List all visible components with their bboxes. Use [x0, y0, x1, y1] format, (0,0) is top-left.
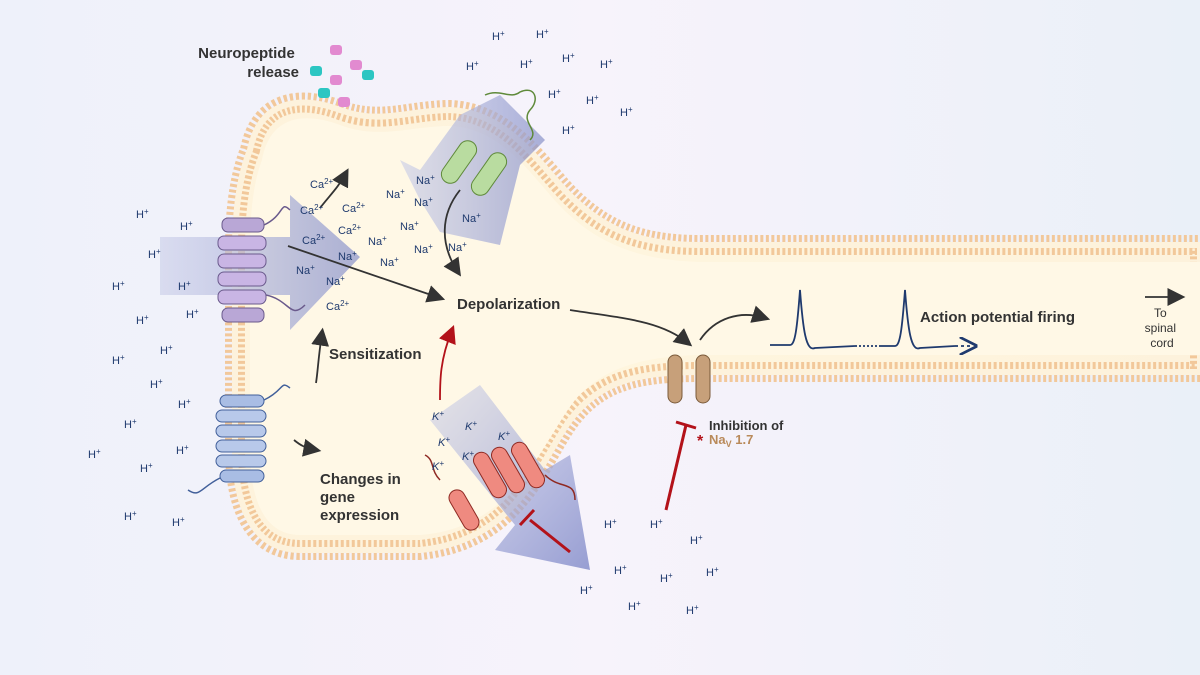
sodium-ion-label: Na+	[326, 274, 345, 288]
proton-ion-label: H+	[186, 307, 199, 321]
proton-ion-label: H+	[466, 59, 479, 73]
sodium-ion-label: Na+	[296, 263, 315, 277]
proton-ion-label: H+	[536, 27, 549, 41]
proton-ion-label: H+	[600, 57, 613, 71]
proton-ion-label: H+	[548, 87, 561, 101]
proton-ion-label: H+	[614, 563, 627, 577]
proton-channel-receptor	[217, 205, 306, 323]
nav17-channel	[667, 354, 711, 404]
potassium-ion-label: K+	[465, 419, 477, 433]
proton-ion-label: H+	[140, 461, 153, 475]
proton-ion-label: H+	[136, 207, 149, 221]
sodium-channel-top	[440, 89, 536, 196]
potassium-ion-label: K+	[432, 409, 444, 423]
asterisk-marker: *	[697, 433, 704, 450]
calcium-ion-label: Ca2+	[338, 223, 362, 237]
proton-ion-label: H+	[148, 247, 161, 261]
proton-ion-label: H+	[136, 313, 149, 327]
proton-ion-label: H+	[112, 353, 125, 367]
arrow-gene-expression	[293, 438, 322, 457]
proton-ion-label: H+	[160, 343, 173, 357]
label-sensitization: Sensitization	[329, 346, 422, 363]
calcium-ion-label: Ca2+	[300, 203, 324, 217]
arrow-nav-ap	[699, 305, 771, 341]
potassium-ion-label: K+	[462, 449, 474, 463]
proton-ion-label: H+	[586, 93, 599, 107]
membrane-core	[232, 99, 1200, 553]
sodium-ion-label: Na+	[368, 234, 387, 248]
proton-ion-label: H+	[562, 51, 575, 65]
calcium-ion-label: Ca2+	[310, 177, 334, 191]
inhibition-k-line	[518, 508, 571, 554]
sodium-ion-label: Na+	[380, 255, 399, 269]
sodium-ion-label: Na+	[448, 240, 467, 254]
proton-ion-label: H+	[180, 219, 193, 233]
label-nav17: NaV 1.7	[709, 432, 753, 449]
potassium-ion-label: K+	[498, 429, 510, 443]
proton-ion-label: H+	[690, 533, 703, 547]
proton-ion-label: H+	[628, 599, 641, 613]
label-gene-expression: Changes in gene expression	[320, 471, 405, 524]
proton-ion-label: H+	[520, 57, 533, 71]
proton-ion-label: H+	[620, 105, 633, 119]
red-arrow-k	[438, 324, 456, 401]
potassium-ion-label: K+	[438, 435, 450, 449]
proton-ion-label: H+	[176, 443, 189, 457]
sodium-ion-label: Na+	[386, 187, 405, 201]
sodium-ion-label: Na+	[414, 195, 433, 209]
arrow-to-neuropeptide	[319, 168, 349, 209]
sodium-ion-label: Na+	[400, 219, 419, 233]
proton-ion-label: H+	[706, 565, 719, 579]
ion-labels: H+ H+ H+ H+ H+ H+ H+ H+ H+ H+ H+ H+ H+ H+ H+ H+ H+ H+ H+ H+…	[88, 27, 719, 617]
arrow-na-depol	[443, 189, 461, 277]
potassium-channels	[424, 441, 576, 531]
calcium-ion-label: Ca2+	[342, 201, 366, 215]
arrow-to-depolarization	[287, 245, 446, 303]
sodium-ion-label: Na+	[462, 211, 481, 225]
influx-arrow-top	[400, 95, 545, 245]
proton-ion-label: H+	[178, 397, 191, 411]
proton-ion-label: H+	[660, 571, 673, 585]
potassium-ion-label: K+	[432, 459, 444, 473]
proton-ion-label: H+	[150, 377, 163, 391]
proton-ion-label: H+	[492, 29, 505, 43]
gpcr-receptor	[187, 384, 291, 494]
inhibition-nav17-line	[664, 420, 697, 511]
proton-ion-label: H+	[88, 447, 101, 461]
proton-ion-label: H+	[580, 583, 593, 597]
label-inhibition-of: Inhibition of	[709, 418, 784, 433]
label-neuropeptide-release: Neuropeptide release	[198, 45, 299, 81]
proton-ion-label: H+	[112, 279, 125, 293]
arrow-depol-nav	[569, 309, 693, 347]
proton-ion-label: H+	[178, 279, 191, 293]
label-to-spinal-cord: To spinal cord	[1145, 306, 1180, 350]
calcium-ion-label: Ca2+	[326, 299, 350, 313]
sodium-ion-label: Na+	[416, 173, 435, 187]
action-potential-traces	[770, 289, 972, 348]
neuropeptide-vesicles	[310, 45, 374, 107]
calcium-ion-label: Ca2+	[302, 233, 326, 247]
proton-ion-label: H+	[172, 515, 185, 529]
sodium-ion-label: Na+	[414, 242, 433, 256]
arrow-sensitization	[311, 327, 330, 384]
proton-ion-label: H+	[604, 517, 617, 531]
proton-ion-label: H+	[562, 123, 575, 137]
proton-ion-label: H+	[650, 517, 663, 531]
label-depolarization: Depolarization	[457, 296, 560, 313]
proton-ion-label: H+	[124, 417, 137, 431]
proton-ion-label: H+	[686, 603, 699, 617]
proton-ion-label: H+	[124, 509, 137, 523]
sodium-ion-label: Na+	[338, 249, 357, 263]
label-action-potential: Action potential firing	[920, 309, 1075, 326]
